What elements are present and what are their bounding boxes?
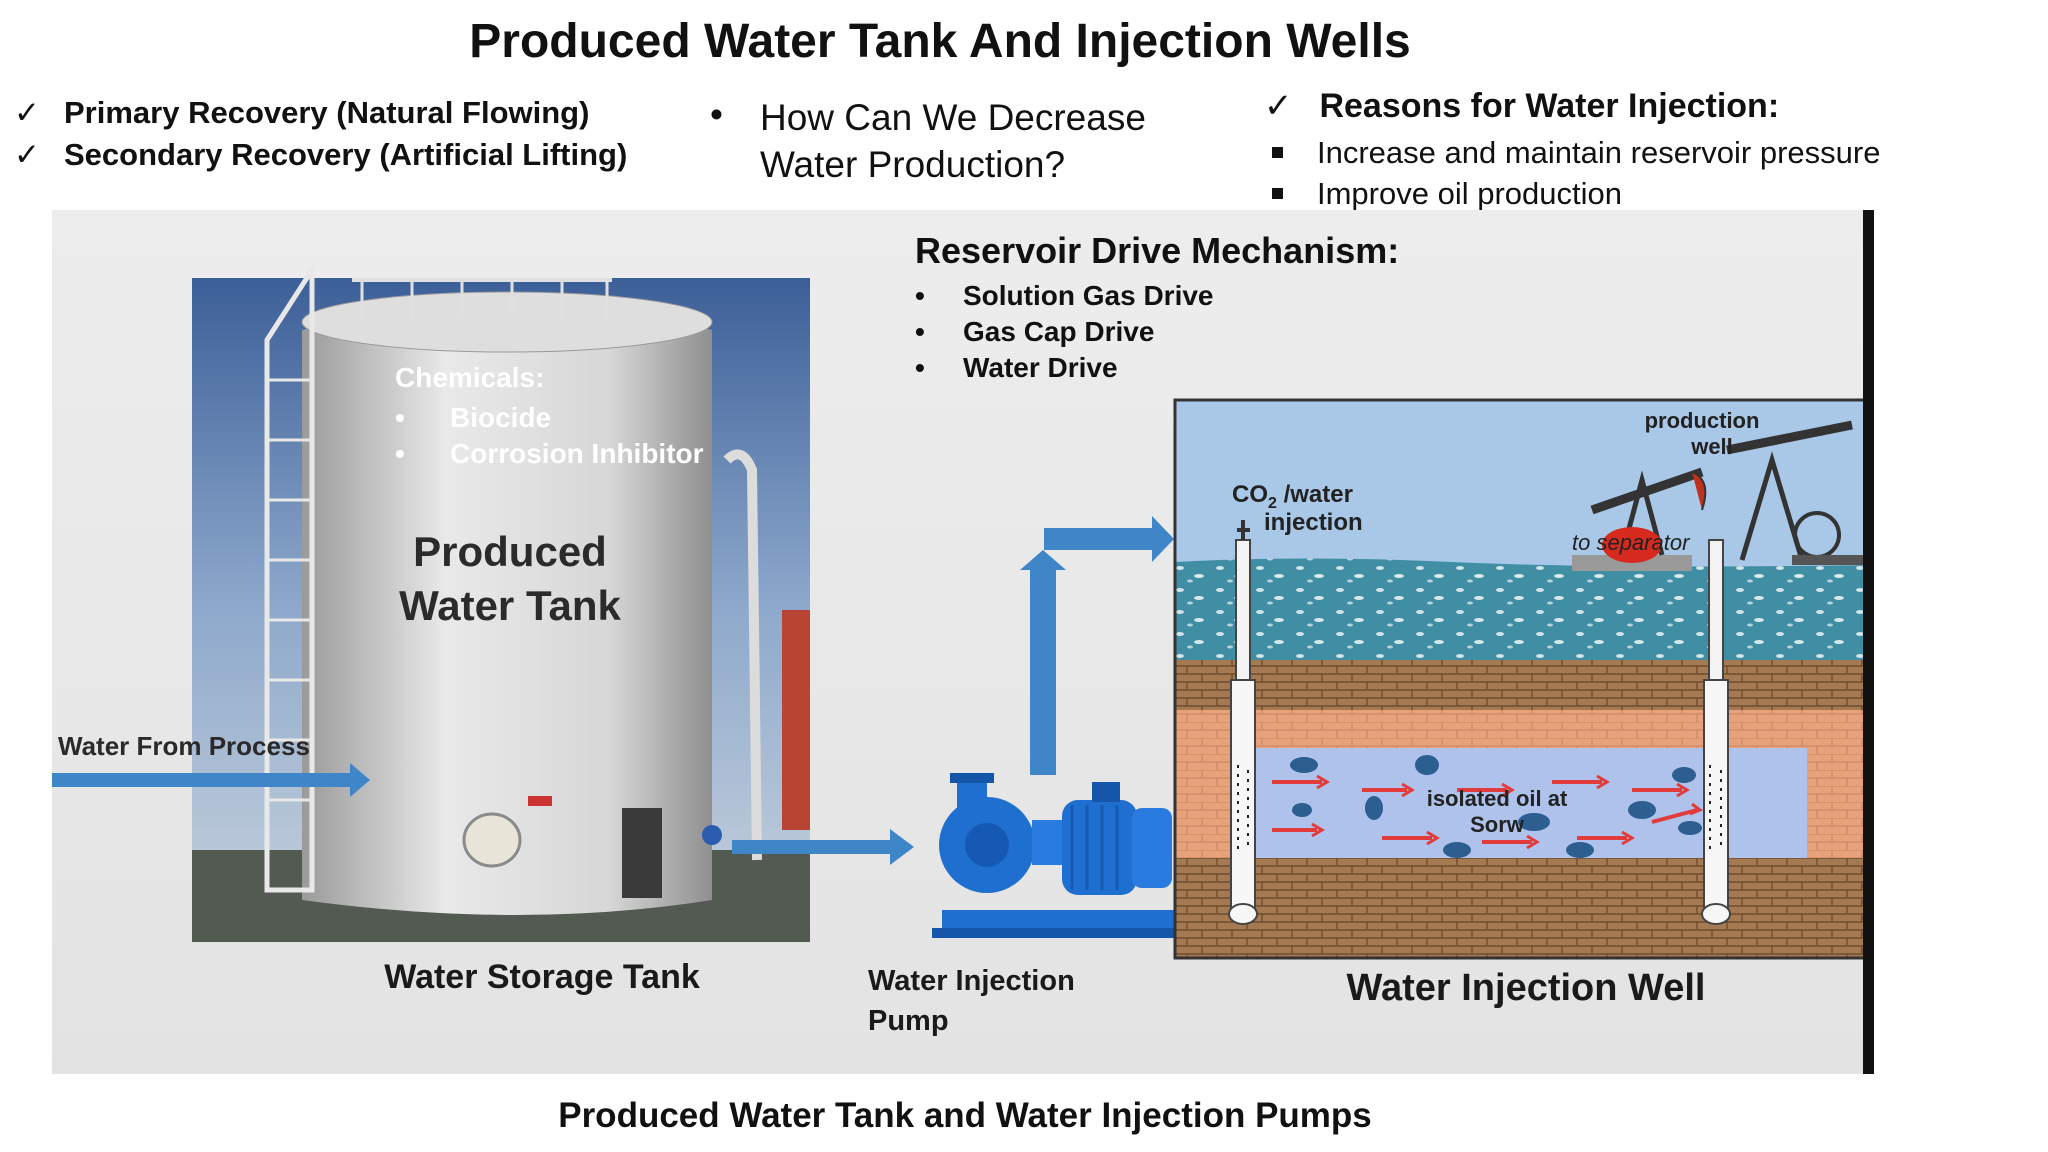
list-item: ✓ Secondary Recovery (Artificial Lifting…	[14, 134, 627, 176]
chemicals-heading: Chemicals:	[395, 362, 545, 393]
figure-caption: Produced Water Tank and Water Injection …	[558, 1096, 1372, 1135]
reason-text: Improve oil production	[1317, 175, 1622, 211]
list-item: •Corrosion Inhibitor	[395, 438, 704, 469]
water-injection-pump-label: Water Injection	[868, 965, 1075, 997]
primary-recovery-label: Primary Recovery (Natural Flowing)	[64, 95, 590, 130]
secondary-recovery-label: Secondary Recovery (Artificial Lifting)	[64, 137, 628, 172]
process-photo: CO2 /water injection production well to …	[52, 210, 1874, 1074]
drive-mechanism-heading: Reservoir Drive Mechanism:	[915, 230, 1400, 271]
drive-mechanism-block: Reservoir Drive Mechanism: •Solution Gas…	[915, 230, 1399, 386]
tank-to-pump-arrow	[732, 829, 914, 865]
pump-to-well-arrow	[1020, 516, 1174, 775]
injection-well-diagram: CO2 /water injection production well to …	[1173, 398, 1874, 960]
water-injection-well-label: Water Injection Well	[1347, 967, 1706, 1009]
list-item: •Gas Cap Drive	[915, 316, 1155, 347]
flow-arrows	[1272, 774, 1704, 850]
drive-text: Gas Cap Drive	[963, 316, 1155, 347]
chemical-text: Corrosion Inhibitor	[450, 438, 704, 469]
reason-text: Increase and maintain reservoir pressure	[1317, 134, 1881, 170]
recovery-list: ✓ Primary Recovery (Natural Flowing) ✓ S…	[14, 92, 627, 176]
tank-photo	[192, 261, 810, 942]
list-item: •Water Drive	[915, 352, 1118, 383]
water-from-process-arrow	[52, 763, 370, 797]
gravel-layer	[1175, 558, 1874, 660]
check-icon: ✓	[14, 95, 40, 130]
injection-pump	[932, 773, 1197, 938]
water-injection-pump-label-2: Pump	[868, 1005, 949, 1037]
ladder	[264, 261, 315, 893]
list-item: •Biocide	[395, 402, 552, 433]
chemicals-block: Chemicals: •Biocide •Corrosion Inhibitor	[395, 362, 704, 472]
tank-body	[302, 305, 712, 915]
produced-water-tank-label: Produced Water Tank	[330, 525, 690, 633]
reasons-block: ✓ Reasons for Water Injection: Increase …	[1264, 86, 1880, 214]
reasons-heading: Reasons for Water Injection:	[1319, 87, 1780, 125]
injection-label: injection	[1264, 509, 1363, 536]
production-well-label-2: well	[1690, 434, 1733, 459]
sorw-label: Sorw	[1470, 812, 1525, 837]
list-item: Increase and maintain reservoir pressure	[1264, 132, 1880, 173]
check-icon: ✓	[1264, 87, 1293, 125]
page-title: Produced Water Tank And Injection Wells	[469, 15, 1411, 68]
process-illustration: CO2 /water injection production well to …	[52, 261, 1874, 1037]
oil-blobs	[1290, 755, 1702, 858]
manhole	[462, 812, 522, 868]
surface-layer	[1175, 400, 1874, 580]
list-item: ✓ Primary Recovery (Natural Flowing)	[14, 92, 627, 134]
production-well-label: production	[1645, 408, 1760, 433]
tank-label-line-1: Produced	[413, 528, 607, 575]
square-bullet-icon	[1272, 188, 1283, 199]
reasons-heading-row: ✓ Reasons for Water Injection:	[1264, 86, 1880, 132]
check-icon: ✓	[14, 137, 40, 172]
list-item: •Solution Gas Drive	[915, 280, 1214, 311]
to-separator-label: to separator	[1572, 530, 1691, 555]
water-storage-tank-label: Water Storage Tank	[384, 958, 700, 996]
water-from-process-label: Water From Process	[58, 731, 310, 761]
co2-injection-label: CO2 /water	[1232, 481, 1353, 512]
drive-text: Water Drive	[963, 352, 1118, 383]
list-item: Improve oil production	[1264, 173, 1880, 214]
photo-edge	[1863, 210, 1874, 1074]
chemical-text: Biocide	[450, 402, 552, 433]
bullet-icon: •	[710, 94, 723, 135]
tank-label-line-2: Water Tank	[399, 582, 621, 629]
isolated-oil-label: isolated oil at	[1427, 786, 1568, 811]
square-bullet-icon	[1272, 147, 1283, 158]
pumpjack-icon	[1572, 420, 1872, 571]
drive-text: Solution Gas Drive	[963, 280, 1214, 311]
question-text: How Can We Decrease Water Production?	[760, 97, 1146, 185]
